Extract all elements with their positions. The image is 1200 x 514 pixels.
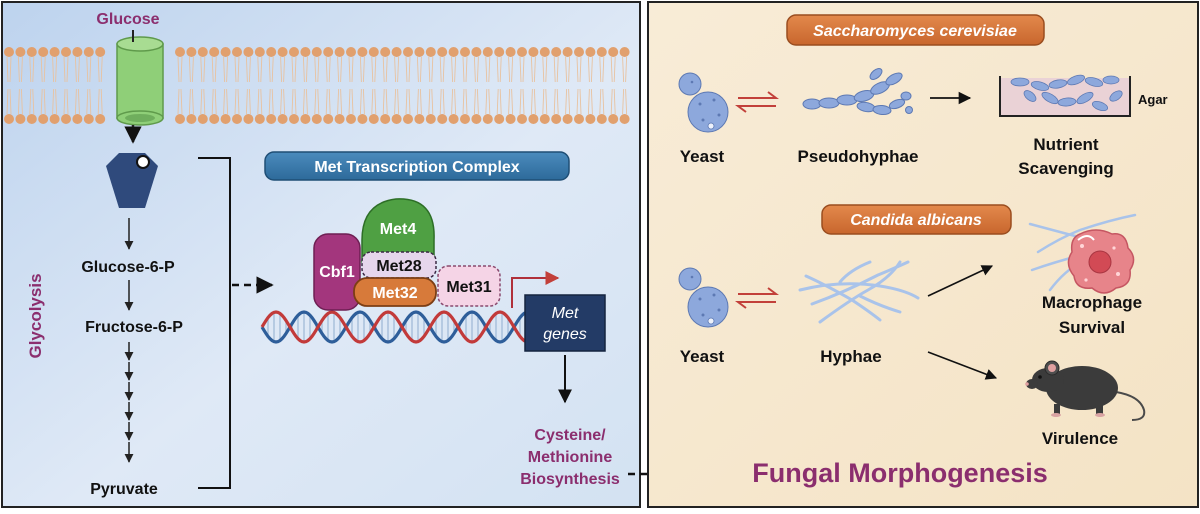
yeast-label-1: Yeast xyxy=(680,147,725,166)
glycolysis-label: Glycolysis xyxy=(26,273,45,358)
biosynthesis-line-1: Cysteine/ xyxy=(534,427,606,444)
met-genes-line-2: genes xyxy=(543,326,587,343)
mouse-icon xyxy=(1025,360,1146,421)
met-complex-title: Met Transcription Complex xyxy=(314,159,519,176)
met-genes-box xyxy=(524,294,606,352)
reversible-arrow-icon-2 xyxy=(735,287,779,309)
species-2-pill xyxy=(821,204,1012,235)
nutrient-label-line-2: Scavenging xyxy=(1018,159,1113,178)
glycolysis-bracket xyxy=(198,157,231,489)
biosynthesis-line-2: Methionine xyxy=(528,449,613,466)
pseudohyphae-icon xyxy=(802,68,913,116)
met-genes-line-1: Met xyxy=(552,305,579,322)
glucose-label: Glucose xyxy=(96,11,159,28)
cell-membrane xyxy=(4,47,630,124)
fungal-morphogenesis-title: Fungal Morphogenesis xyxy=(752,458,1048,488)
yeast-cell-icon-1 xyxy=(678,72,729,133)
transcription-start-arrow xyxy=(511,271,560,308)
fructose-6-p-label: Fructose-6-P xyxy=(85,319,183,336)
reversible-arrow-icon-1 xyxy=(735,91,779,113)
species-1-pill xyxy=(786,14,1045,46)
yeast-label-2: Yeast xyxy=(680,347,725,366)
met-complex-title-pill xyxy=(264,151,570,181)
pseudohyphae-label: Pseudohyphae xyxy=(798,147,919,166)
macrophage-label-line-2: Survival xyxy=(1059,318,1125,337)
glucose-transporter xyxy=(116,36,164,126)
species-1-label: Saccharomyces cerevisiae xyxy=(813,23,1017,40)
agar-label: Agar xyxy=(1138,92,1168,107)
hyphae-label: Hyphae xyxy=(820,347,881,366)
macrophage-icon xyxy=(1028,213,1137,294)
met4-label: Met4 xyxy=(380,221,417,238)
met28-label: Met28 xyxy=(376,258,421,275)
cbf1-protein xyxy=(313,233,361,311)
glucose-6-p-label: Glucose-6-P xyxy=(81,259,175,276)
biosynthesis-line-3: Biosynthesis xyxy=(520,471,620,488)
pyruvate-label: Pyruvate xyxy=(90,481,158,498)
met31-protein xyxy=(437,265,501,307)
yeast-cell-icon-2 xyxy=(678,267,729,328)
nutrient-label-line-1: Nutrient xyxy=(1033,135,1099,154)
dna-helix xyxy=(260,310,527,344)
met31-label: Met31 xyxy=(446,279,491,296)
agar-dish-icon xyxy=(999,74,1131,117)
met4-protein xyxy=(361,198,435,263)
hyphae-icon xyxy=(798,260,920,324)
cbf1-label: Cbf1 xyxy=(319,264,355,281)
met32-label: Met32 xyxy=(372,285,417,302)
species-2-label: Candida albicans xyxy=(850,212,982,229)
macrophage-label-line-1: Macrophage xyxy=(1042,293,1142,312)
virulence-label: Virulence xyxy=(1042,429,1118,448)
met32-protein xyxy=(353,277,437,307)
